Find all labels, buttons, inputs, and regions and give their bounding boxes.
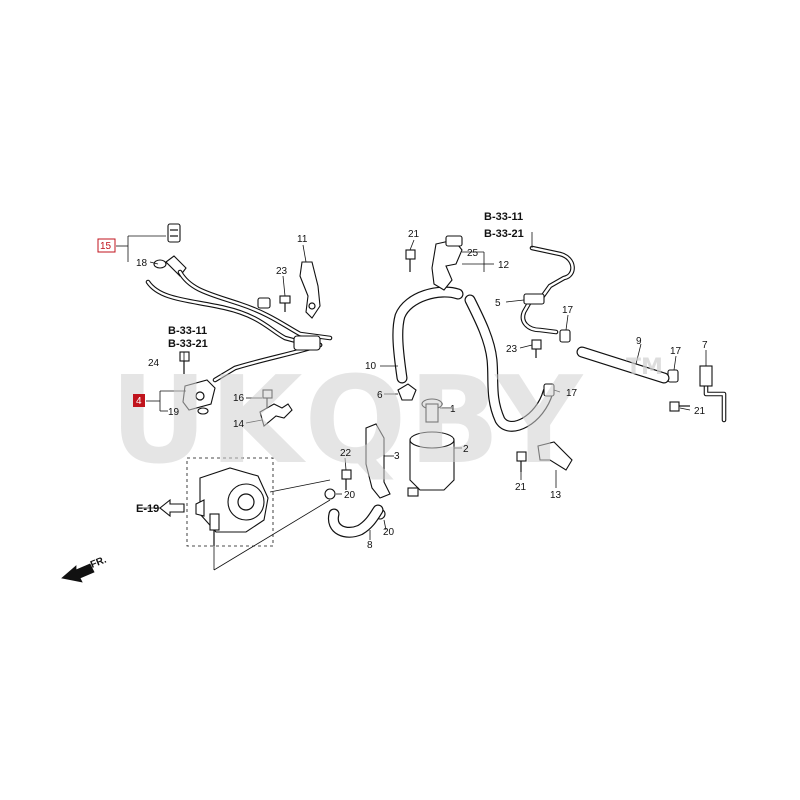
callout-11: 11 [297,234,308,245]
high-pressure-pipe-part [145,269,333,383]
callout-1: 1 [450,404,456,415]
callout-7: 7 [702,340,708,351]
return-hose-10-part [392,286,464,384]
hose-clip-6-part [397,383,417,401]
hose-fitting-25-part [431,235,463,291]
callout-17a: 17 [562,305,574,316]
ref-b-33-21-top: B-33-21 [484,228,524,240]
callout-8: 8 [367,540,373,551]
flange-bolt-23-part [279,295,291,312]
clamp-14-part [259,403,293,427]
callout-2: 2 [463,444,469,455]
bolt-21-upper-part [405,249,416,272]
callout-16: 16 [233,393,245,404]
callout-12: 12 [498,260,510,271]
pipe-bracket-11-part [299,261,321,319]
direction-marker-text: FR. [89,554,108,570]
callout-20a: 20 [344,490,356,501]
callout-21a: 21 [408,229,420,240]
ref-b-33-11-top: B-33-11 [484,211,523,223]
callout-21c: 21 [515,482,527,493]
callout-17b: 17 [670,346,682,357]
return-pipe-upper-part [520,245,575,335]
suction-hose-part [464,294,554,432]
flange-bolt-23-right-part [531,339,542,358]
front-direction-arrow-icon [61,563,95,583]
bolt-21-lower-part [516,451,527,472]
callout-24: 24 [148,358,160,369]
suction-hose-8-part [327,504,384,538]
clamp-17-upper-part [559,329,571,343]
reservoir-tank-2-part [407,431,455,497]
callout-23a: 23 [276,266,288,277]
power-steering-pump-part [186,457,274,547]
callout-10: 10 [365,361,377,372]
callout-15-box [97,238,116,253]
ref-b-33-11-mid: B-33-11 [168,325,207,337]
reservoir-cap-1-part [421,398,443,423]
reservoir-bracket-3-part [365,423,391,499]
callout-9: 9 [636,336,642,347]
callout-4-highlight [133,394,145,407]
callout-25: 25 [467,248,479,259]
pressure-switch-part [153,223,187,277]
callout-3: 3 [394,451,400,462]
callout-21b: 21 [694,406,706,417]
callout-6: 6 [377,390,383,401]
callout-13: 13 [550,490,562,501]
watermark-trademark: TM [626,355,663,380]
ref-e-19: E-19 [136,503,159,515]
cooler-pipe-7-part [699,365,727,423]
clamp-17-mid-part [667,369,679,383]
bolt-21-right-part [669,401,690,412]
bolt-16-part [262,389,273,408]
hose-9-part [576,346,670,384]
callout-23b: 23 [506,344,518,355]
callout-22: 22 [340,448,352,459]
callout-14: 14 [233,419,245,430]
e-19-arrow-icon [159,498,185,518]
pressure-hose-fitting-4-part [182,379,216,415]
leader-lines [116,232,707,571]
reference-labels: B-33-11 B-33-21 B-33-11 B-33-21 E-19 FR. [89,211,524,571]
watermark: UKQBY TM [110,352,663,491]
hose-clamp-20-upper-part [324,488,336,500]
callout-20b: 20 [383,527,395,538]
callout-15: 15 [100,241,112,252]
callout-19: 19 [168,407,180,418]
bracket-13-part [537,441,573,471]
watermark-text: UKQBY [110,352,584,491]
bolt-22-part [341,469,352,490]
callout-18: 18 [136,258,148,269]
callout-17c: 17 [566,388,578,399]
callout-4: 4 [136,396,142,407]
callout-numbers: 1 2 3 4 5 6 7 8 9 10 11 12 13 14 15 16 1… [97,229,708,551]
callout-5: 5 [495,298,501,309]
bolt-24-part [179,351,190,374]
ref-b-33-21-mid: B-33-21 [168,338,208,350]
